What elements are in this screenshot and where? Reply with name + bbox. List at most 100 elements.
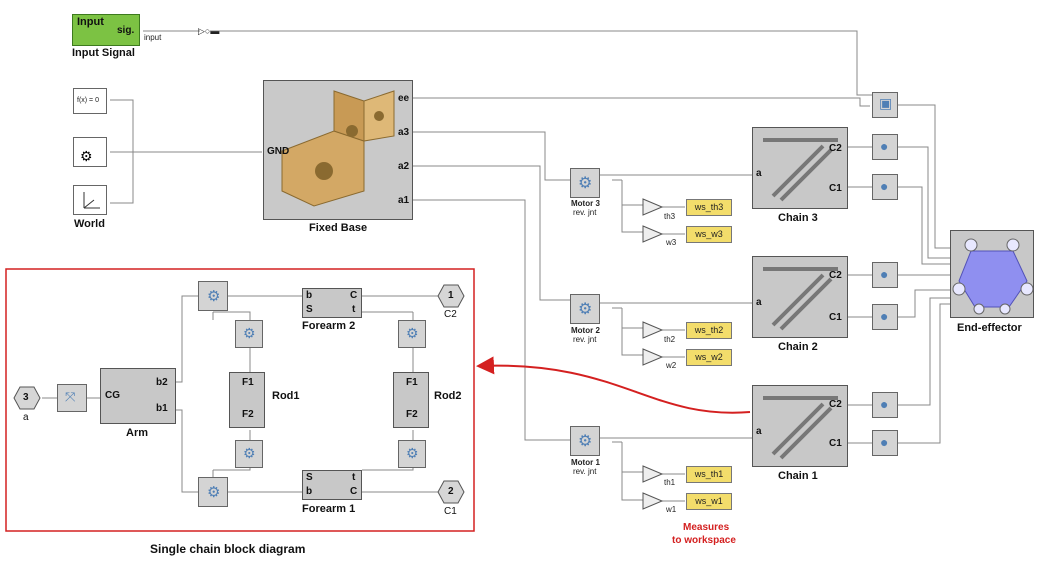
forearm1-block[interactable]: S b t C: [302, 470, 362, 500]
motor2-label: Motor 2: [571, 326, 600, 335]
forearm1-port-s: S: [306, 472, 313, 483]
cube-icon: ▣: [879, 95, 893, 111]
arm-transform-block[interactable]: ⤧: [57, 384, 87, 412]
chain-diagram-caption: Single chain block diagram: [150, 542, 306, 556]
rod2-top-joint[interactable]: ⚙: [398, 320, 426, 348]
outport-c1-number: 2: [448, 486, 454, 497]
chain1-label: Chain 1: [778, 470, 818, 482]
motor1-joint-block[interactable]: ⚙: [570, 426, 600, 456]
motor1-sublabel: rev. jnt: [573, 467, 597, 476]
chain2-port-c2: C2: [829, 270, 842, 281]
fixed-base-block[interactable]: GND ee a3 a2 a1: [263, 80, 413, 220]
chain-linkage-icon: [763, 267, 838, 331]
input-port-name: input: [144, 33, 162, 42]
rod1-port-f1: F1: [242, 377, 254, 388]
a3-port: a3: [398, 127, 410, 138]
arm-b2-joint[interactable]: ⚙: [198, 281, 228, 311]
joint-c1-chain3[interactable]: ●: [872, 174, 898, 200]
rod2-block[interactable]: F1 F2: [393, 372, 429, 428]
outport-c2-shape: [437, 284, 465, 308]
forearm2-block[interactable]: b S C t: [302, 288, 362, 318]
motor3-joint-block[interactable]: ⚙: [570, 168, 600, 198]
transform-icon: ⤧: [65, 389, 76, 404]
outport-c2-name: C2: [444, 309, 457, 320]
chain2-port-c1: C1: [829, 312, 842, 323]
spherical-joint-icon: ●: [880, 266, 889, 282]
ws-w2-block[interactable]: ws_w2: [686, 349, 732, 366]
gain-th2-label: th2: [664, 335, 676, 344]
ee-transform-block[interactable]: ▣: [872, 92, 898, 118]
chain2-block[interactable]: a C2 C1: [752, 256, 848, 338]
end-effector-block[interactable]: [950, 230, 1034, 318]
rod2-bottom-joint[interactable]: ⚙: [398, 440, 426, 468]
revolute-joint-icon: ⚙: [578, 433, 593, 450]
spherical-joint-icon: ●: [880, 308, 889, 324]
gain-w3: [642, 225, 664, 243]
outport-c1-shape: [437, 480, 465, 504]
joint-c1-chain2[interactable]: ●: [872, 304, 898, 330]
gain-w1-label: w1: [666, 505, 677, 514]
chain-linkage-icon: [763, 396, 838, 460]
spherical-joint-icon: ●: [880, 138, 889, 154]
gain-w2-label: w2: [666, 361, 677, 370]
world-frame-block[interactable]: [73, 185, 107, 215]
arm-port-b1: b1: [156, 403, 168, 414]
rod1-top-joint[interactable]: ⚙: [235, 320, 263, 348]
spherical-joint-icon: ●: [880, 434, 889, 450]
outport-c2-number: 1: [448, 290, 454, 301]
ws-th2-block[interactable]: ws_th2: [686, 322, 732, 339]
input-signal-block[interactable]: Input sig.: [72, 14, 140, 46]
arm-block[interactable]: CG b2 b1: [100, 368, 176, 424]
ws-w3-block[interactable]: ws_w3: [686, 226, 732, 243]
input-block-text: Input: [77, 16, 104, 28]
end-effector-label: End-effector: [957, 322, 1022, 334]
inport-a-number: 3: [23, 392, 29, 403]
motor3-sublabel: rev. jnt: [573, 208, 597, 217]
forearm1-port-t: t: [352, 472, 356, 483]
gain-th3: [642, 198, 664, 216]
joint-c2-chain3[interactable]: ●: [872, 134, 898, 160]
chain3-block[interactable]: a C2 C1: [752, 127, 848, 209]
goto-tag-icon: ▷○▬: [198, 26, 220, 36]
revolute-joint-icon: ⚙: [578, 175, 593, 192]
annotation-line2: to workspace: [672, 535, 736, 546]
gain-th1: [642, 465, 664, 483]
rod1-bottom-joint[interactable]: ⚙: [235, 440, 263, 468]
motor3-label: Motor 3: [571, 199, 600, 208]
chain1-port-c2: C2: [829, 399, 842, 410]
world-label: World: [74, 218, 105, 230]
rod1-port-f2: F2: [242, 409, 254, 420]
forearm2-port-b: b: [306, 290, 313, 301]
gain-th1-label: th1: [664, 478, 676, 487]
ws-th1-block[interactable]: ws_th1: [686, 466, 732, 483]
gain-w1: [642, 492, 664, 510]
joint-c1-chain1[interactable]: ●: [872, 430, 898, 456]
motor1-label: Motor 1: [571, 458, 600, 467]
chain1-block[interactable]: a C2 C1: [752, 385, 848, 467]
arm-b1-joint[interactable]: ⚙: [198, 477, 228, 507]
mechanism-config-block[interactable]: ⚙: [73, 137, 107, 167]
fixed-base-label: Fixed Base: [309, 222, 368, 234]
inport-a-shape: [13, 386, 41, 410]
chain3-label: Chain 3: [778, 212, 818, 224]
input-signal-label: Input Signal: [72, 47, 135, 59]
motor2-joint-block[interactable]: ⚙: [570, 294, 600, 324]
revolute-joint-icon: ⚙: [207, 288, 221, 305]
solver-config-block[interactable]: f(x) = 0: [73, 88, 107, 114]
forearm2-port-s: S: [306, 304, 313, 315]
joint-c2-chain1[interactable]: ●: [872, 392, 898, 418]
spherical-joint-icon: ⚙: [243, 325, 256, 341]
rod1-block[interactable]: F1 F2: [229, 372, 265, 428]
ws-th3-block[interactable]: ws_th3: [686, 199, 732, 216]
joint-c2-chain2[interactable]: ●: [872, 262, 898, 288]
ws-w1-block[interactable]: ws_w1: [686, 493, 732, 510]
forearm2-label: Forearm 2: [302, 320, 356, 332]
forearm2-port-t: t: [352, 304, 356, 315]
gear-icon: ⚙: [80, 148, 93, 164]
chain1-port-c1: C1: [829, 438, 842, 449]
forearm1-port-b: b: [306, 486, 313, 497]
chain3-port-c1: C1: [829, 183, 842, 194]
fixed-base-cad-image: [281, 90, 395, 207]
gnd-port: GND: [267, 146, 290, 157]
